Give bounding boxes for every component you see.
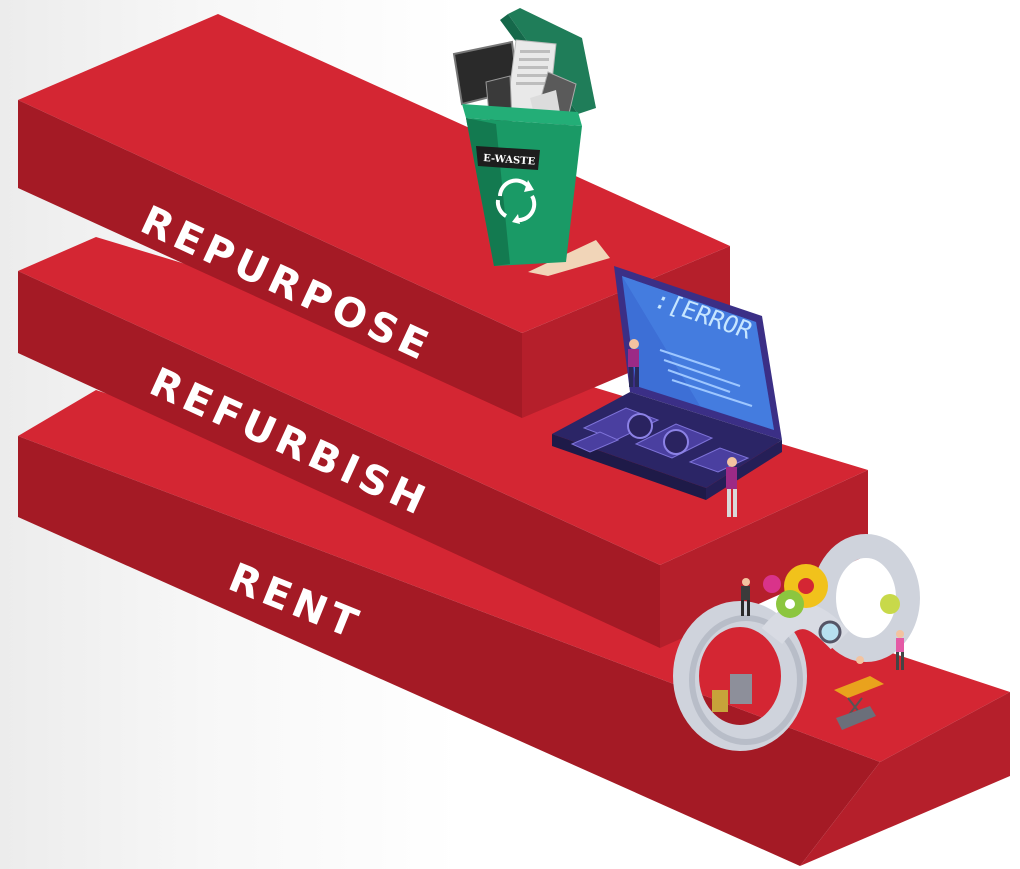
gear-icon — [763, 564, 828, 618]
lightbulb-icon — [880, 594, 900, 614]
step-rent-side — [800, 692, 1010, 866]
step-refurbish — [18, 237, 868, 648]
e-waste-bin-icon: E-WASTE — [452, 8, 610, 276]
laptop-repair-icon: :[ERROR — [552, 266, 782, 517]
step-refurbish-side — [660, 470, 868, 648]
technician-figure — [628, 339, 639, 387]
step-refurbish-front — [18, 271, 660, 648]
worker-figure — [741, 578, 750, 616]
step-refurbish-top — [18, 237, 868, 565]
step-repurpose-front — [18, 100, 522, 418]
recycle-icon — [495, 178, 537, 223]
step-rent-front — [18, 436, 880, 866]
scissor-lift-icon — [834, 656, 884, 730]
technician-figure — [726, 457, 737, 517]
worker-figure — [896, 630, 904, 670]
infinity-loop-icon — [673, 534, 920, 751]
bin-label-text: E-WASTE — [483, 153, 536, 168]
magnifier-icon — [818, 620, 842, 644]
